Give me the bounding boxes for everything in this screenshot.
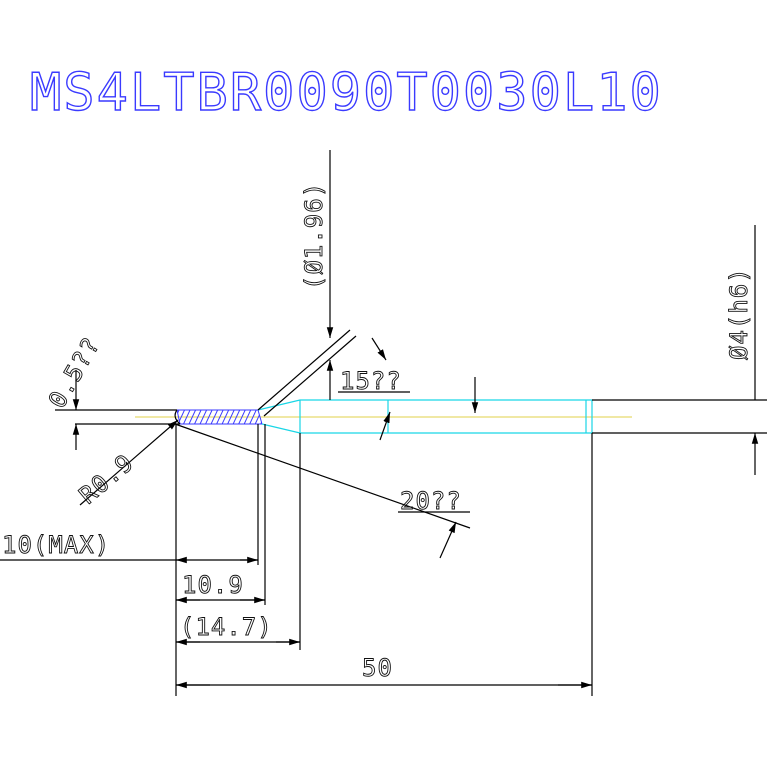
effective-length-label: 10.9 bbox=[182, 571, 244, 599]
angle-15-label: 15?? bbox=[340, 367, 402, 395]
neck-outline bbox=[257, 399, 593, 434]
edge-radius-label: 0.5?? bbox=[43, 332, 106, 413]
drawing-title: MS4LTBR0090T0030L10 bbox=[30, 63, 663, 123]
overall-length-label: 50 bbox=[362, 654, 393, 682]
tool-body bbox=[257, 399, 767, 434]
angle-20-line bbox=[174, 423, 471, 529]
neck-length-label: (14.7) bbox=[180, 613, 273, 641]
chamfer-line-b bbox=[263, 335, 357, 417]
max-length-label: 10(MAX) bbox=[2, 531, 110, 559]
angle-20-label: 20?? bbox=[400, 487, 462, 515]
dia-shank-label: Ø4(h6) bbox=[725, 267, 753, 360]
chamfer-line-a bbox=[257, 329, 351, 411]
cutting-head bbox=[174, 409, 263, 425]
corner-radius-leader bbox=[79, 419, 179, 506]
corner-radius-label: R0.9 bbox=[74, 448, 139, 509]
dia-neck-label: (Ø1.96) bbox=[300, 182, 328, 290]
